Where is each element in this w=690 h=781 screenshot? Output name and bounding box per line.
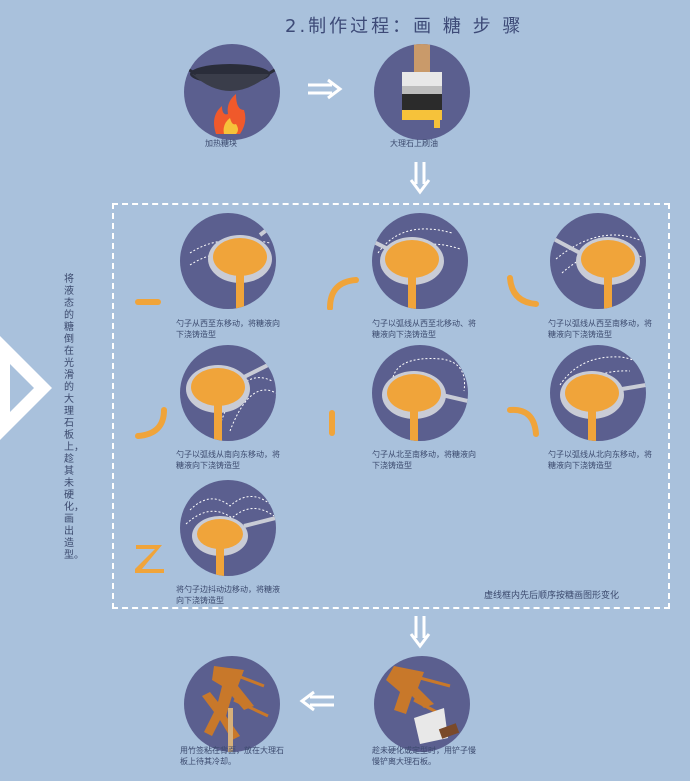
ladle-icon (189, 221, 276, 309)
ladle-icon (186, 359, 276, 441)
brush-step-circle (374, 44, 470, 140)
page-title: 2.制作过程：画 糖 步 骤 (285, 16, 524, 37)
arrow-down-icon (408, 160, 432, 196)
ladle-step-6-caption: 勺子以弧线从北向东移动，将糖液向下浇铸造型 (548, 450, 652, 470)
arrow-down-icon (408, 614, 432, 650)
stroke-arc-ne-icon (326, 276, 360, 310)
heating-step-caption: 加热糖块 (205, 139, 237, 148)
ladle-step-3-caption: 勺子以弧线从西至南移动，将糖液向下浇铸造型 (548, 319, 652, 339)
cooling-step-caption: 用竹签粘在背面，放在大理石板上待其冷却。 (180, 746, 284, 766)
heating-step-circle (184, 44, 280, 140)
scraping-step-circle (374, 656, 470, 752)
arrow-right-icon (306, 78, 346, 100)
stroke-horizontal-icon (135, 299, 161, 305)
ladle-step-5-circle (372, 345, 468, 441)
scraping-step-caption: 趁未硬化或定型时，用铲子慢慢铲离大理石板。 (372, 746, 476, 766)
ladle-step-6-circle (550, 345, 646, 441)
stroke-arc-sw-icon (134, 406, 168, 440)
ladle-step-2-caption: 勺子以弧线从西至北移动、将糖液向下浇铸造型 (372, 319, 476, 339)
mantis-scraper-icon (386, 666, 460, 744)
ladle-step-1-caption: 勺子从西至东移动，将糖液向下浇铸造型 (176, 319, 280, 339)
mantis-sugar-icon (202, 666, 269, 752)
stroke-vertical-icon (329, 410, 335, 436)
ladle-icon (185, 496, 276, 576)
ladle-step-5-caption: 勺子从北至南移动，将糖液向下浇铸造型 (372, 450, 476, 470)
ladle-icon (559, 356, 646, 441)
stroke-zigzag-icon (134, 542, 166, 574)
frame-note: 虚线框内先后顺序按糖画图形变化 (484, 591, 620, 601)
process-frame (112, 203, 670, 609)
cooling-step-circle (184, 656, 280, 752)
brush-icon (402, 44, 442, 128)
ladle-icon (372, 228, 461, 309)
stroke-arc-nw-icon (506, 404, 540, 438)
arrow-left-icon (296, 690, 336, 712)
stroke-arc-se-icon (506, 274, 540, 308)
ladle-step-2-circle (372, 213, 468, 309)
ladle-step-7-caption: 将勺子边抖动边移动，将糖液向下浇铸造型 (176, 585, 280, 605)
ladle-step-1-circle (180, 213, 276, 309)
ladle-step-4-caption: 勺子以弧线从南向东移动，将糖液向下浇铸造型 (176, 450, 280, 470)
ladle-icon (382, 358, 468, 441)
side-description: 将液态的糖倒在光滑的大理石板上，趁其未硬化，画出造型。 (64, 274, 84, 561)
ladle-step-3-circle (550, 213, 646, 309)
ladle-icon (550, 234, 643, 309)
ladle-step-7-circle (180, 480, 276, 576)
brush-step-caption: 大理石上刷油 (390, 139, 438, 148)
wok-fire-icon (185, 64, 279, 134)
ladle-step-4-circle (180, 345, 276, 441)
play-arrow-icon (0, 336, 60, 440)
